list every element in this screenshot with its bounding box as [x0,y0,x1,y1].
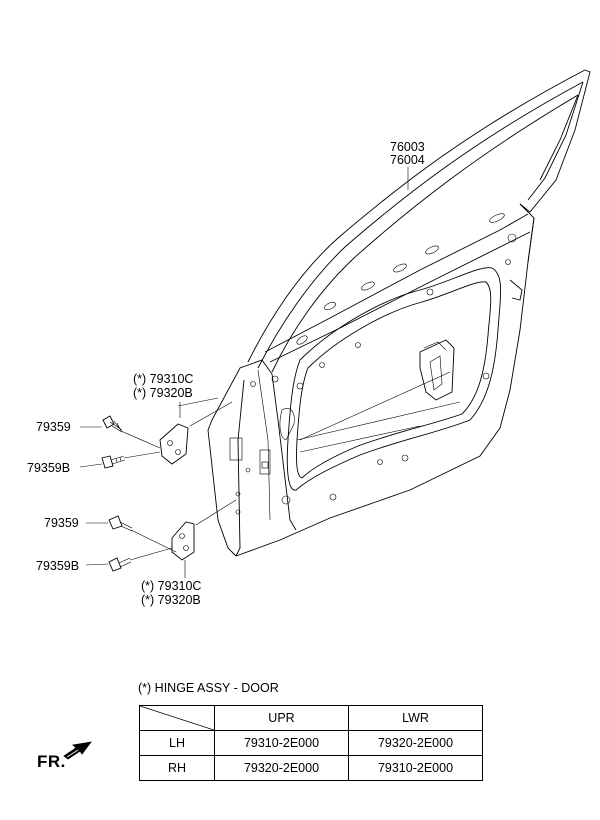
front-direction-label: FR. [37,752,66,771]
fastener-label-79359b-lower: 79359B [36,559,79,573]
upper-hinge-label-1: (*) 79310C [133,372,193,386]
upper-bolt-79359 [102,415,123,433]
part-number-76004: 76004 [390,153,425,167]
cell-upr: 79310-2E000 [214,730,349,756]
upper-hinge-assembly [159,423,189,465]
door-panel-illustration [207,69,591,557]
table-corner-cell [139,705,215,731]
fastener-label-79359-upper: 79359 [36,420,71,434]
hinge-table-caption: (*) HINGE ASSY - DOOR [138,681,279,695]
upper-bolt-79359b [101,455,126,469]
lower-hinge-label-2: (*) 79320B [141,593,201,607]
table-row: RH 79320-2E000 79310-2E000 [139,755,483,781]
table-header-row: UPR LWR [139,705,483,731]
part-number-76003: 76003 [390,140,425,154]
lower-hinge-label-1: (*) 79310C [141,579,201,593]
front-arrow-icon [63,741,92,760]
lower-bolt-79359 [108,515,133,532]
lower-bolt-79359b [108,557,132,572]
column-header-upr: UPR [214,705,349,731]
cell-lwr: 79320-2E000 [348,730,483,756]
row-side: RH [139,755,215,781]
fastener-label-79359-lower: 79359 [44,516,79,530]
row-side: LH [139,730,215,756]
upper-hinge-label-2: (*) 79320B [133,386,193,400]
column-header-lwr: LWR [348,705,483,731]
lower-hinge-assembly [171,521,195,561]
fastener-label-79359b-upper: 79359B [27,461,70,475]
cell-lwr: 79310-2E000 [348,755,483,781]
cell-upr: 79320-2E000 [214,755,349,781]
hinge-assy-table: UPR LWR LH 79310-2E000 79320-2E000 RH 79… [139,705,483,781]
table-row: LH 79310-2E000 79320-2E000 [139,730,483,756]
